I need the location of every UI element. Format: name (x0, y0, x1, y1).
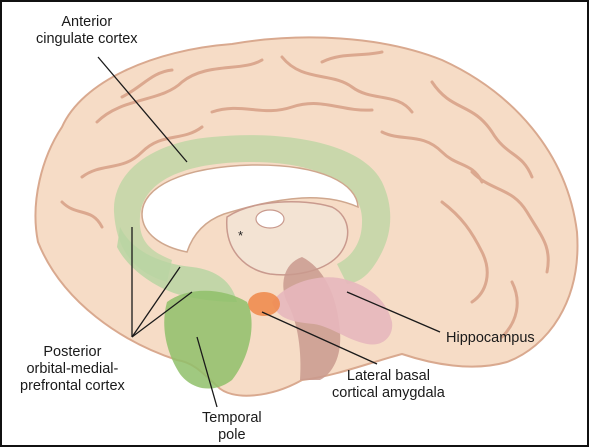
anterior-cingulate-line2: cingulate cortex (36, 31, 138, 48)
posterior-ompfc-label: Posterior orbital-medial- prefrontal cor… (20, 344, 125, 395)
anterior-cingulate-line1: Anterior (36, 14, 138, 31)
thalamus (227, 202, 348, 275)
temporal-pole-line2: pole (202, 427, 262, 444)
temporal-pole-line1: Temporal (202, 410, 262, 427)
anterior-cingulate-label: Anterior cingulate cortex (36, 14, 138, 48)
svg-text:*: * (238, 228, 243, 243)
amygdala-label: Lateral basal cortical amygdala (332, 368, 445, 402)
posterior-ompfc-line2: orbital-medial- (20, 361, 125, 378)
temporal-pole-label: Temporal pole (202, 410, 262, 444)
hippocampus-line1: Hippocampus (446, 330, 535, 347)
amygdala-line1: Lateral basal (332, 368, 445, 385)
posterior-ompfc-line3: prefrontal cortex (20, 378, 125, 395)
posterior-ompfc-line1: Posterior (20, 344, 125, 361)
amygdala-line2: cortical amygdala (332, 385, 445, 402)
hippocampus-label: Hippocampus (446, 330, 535, 347)
